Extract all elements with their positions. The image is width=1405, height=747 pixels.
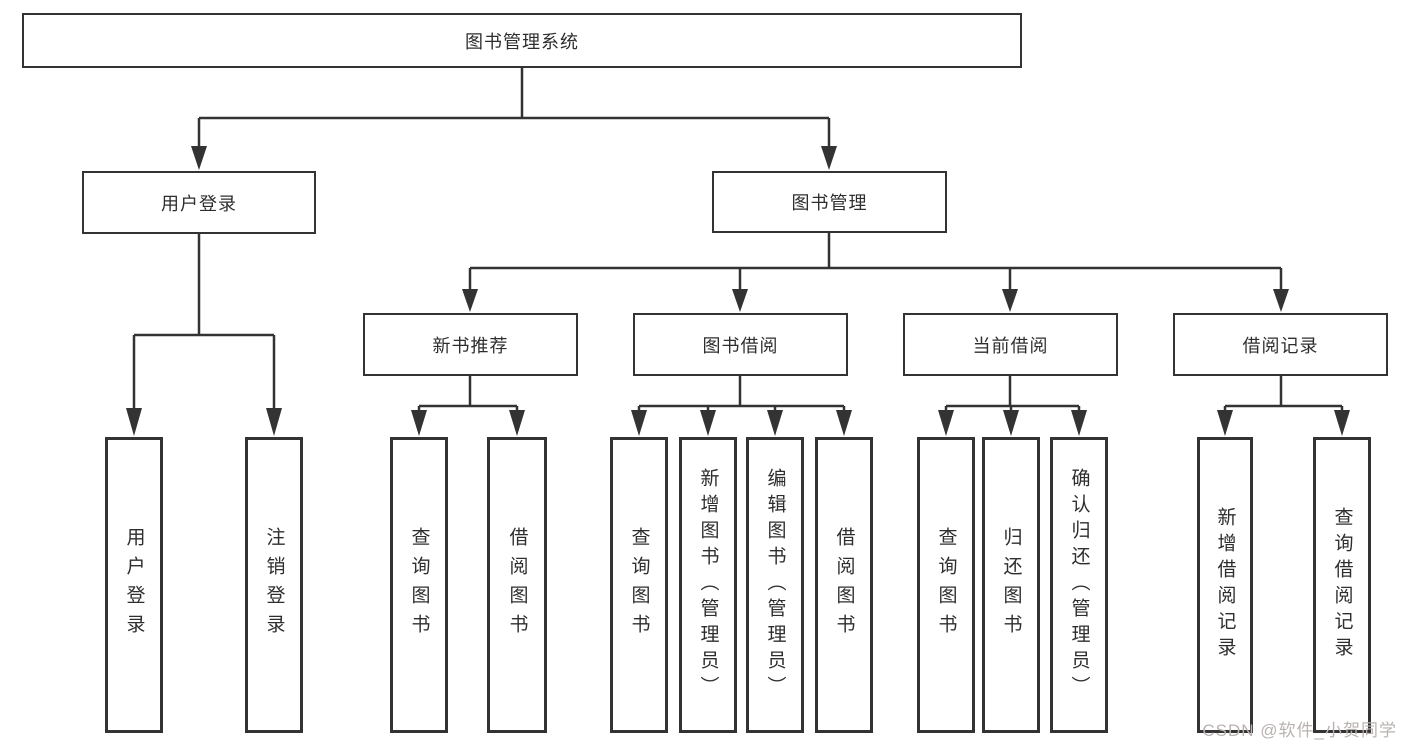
node-label: 图书管理 [791, 193, 868, 213]
leaf-label: 查询图书 [408, 527, 430, 643]
leaf-label: 编辑图书（管理员） [764, 468, 786, 702]
leaf-logout: 注销登录 [245, 437, 303, 733]
node-label: 图书管理系统 [465, 31, 579, 52]
leaf-label: 归还图书 [1000, 527, 1022, 643]
node-label: 图书借阅 [702, 335, 779, 356]
leaf-label: 新增借阅记录 [1214, 507, 1236, 663]
leaf-query-books-borrow: 查询图书 [610, 437, 668, 733]
leaf-label: 查询图书 [628, 527, 650, 643]
leaf-label: 借阅图书 [833, 527, 855, 643]
node-book-borrow: 图书借阅 [633, 313, 848, 376]
leaf-borrow-books-recommend: 借阅图书 [487, 437, 547, 733]
leaf-borrow-books: 借阅图书 [815, 437, 873, 733]
node-book-management: 图书管理 [712, 171, 947, 233]
leaf-return-books: 归还图书 [982, 437, 1040, 733]
leaf-query-books-current: 查询图书 [917, 437, 975, 733]
leaf-label: 用户登录 [123, 527, 145, 643]
node-label: 当前借阅 [972, 335, 1049, 356]
leaf-user-login: 用户登录 [105, 437, 163, 733]
leaf-add-borrow-record: 新增借阅记录 [1197, 437, 1253, 733]
leaf-label: 新增图书（管理员） [697, 468, 719, 702]
leaf-query-books-recommend: 查询图书 [390, 437, 448, 733]
leaf-edit-books-admin: 编辑图书（管理员） [746, 437, 804, 733]
node-user-login: 用户登录 [82, 171, 316, 234]
leaf-label: 借阅图书 [506, 527, 528, 643]
node-current-borrow: 当前借阅 [903, 313, 1118, 376]
leaf-label: 确认归还（管理员） [1068, 468, 1090, 702]
leaf-label: 查询借阅记录 [1331, 507, 1353, 663]
leaf-confirm-return-admin: 确认归还（管理员） [1050, 437, 1108, 733]
leaf-label: 注销登录 [263, 527, 285, 643]
csdn-watermark: CSDN @软件_小贺同学 [1202, 721, 1397, 740]
leaf-query-borrow-record: 查询借阅记录 [1313, 437, 1371, 733]
node-label: 新书推荐 [432, 335, 509, 356]
node-borrow-records: 借阅记录 [1173, 313, 1388, 376]
leaf-add-books-admin: 新增图书（管理员） [679, 437, 737, 733]
node-library-management-system: 图书管理系统 [22, 13, 1022, 68]
node-label: 借阅记录 [1242, 335, 1319, 356]
node-new-book-recommend: 新书推荐 [363, 313, 578, 376]
node-label: 用户登录 [161, 193, 237, 214]
leaf-label: 查询图书 [935, 527, 957, 643]
